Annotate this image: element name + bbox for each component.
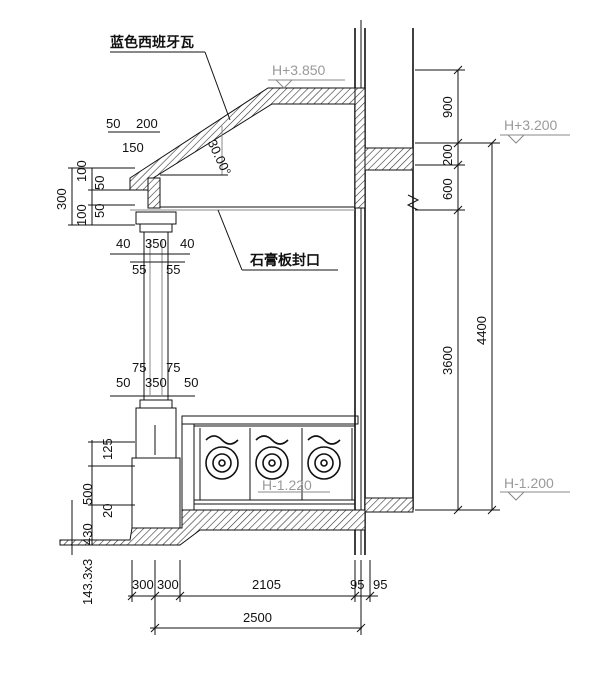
level-lower-floor: H-1.200 — [504, 475, 554, 491]
dim-cap-40a: 40 — [116, 236, 130, 251]
roof-tile-label: 蓝色西班牙瓦 — [110, 34, 194, 51]
dim-cap-350: 350 — [145, 236, 167, 251]
dim-v-50a: 50 — [92, 176, 107, 190]
dim-v-50b: 50 — [92, 204, 107, 218]
dim-ped-500: 500 — [80, 483, 95, 505]
right-dimension-lines — [415, 65, 500, 515]
dim-base-75b: 75 — [166, 360, 180, 375]
dim-bottom-2105: 2105 — [252, 577, 281, 592]
dim-stair-step: 143.3x3 — [80, 559, 95, 605]
dim-stair-430: 430 — [80, 523, 95, 545]
dim-bottom-2500: 2500 — [243, 610, 272, 625]
dim-right-600: 600 — [440, 178, 455, 200]
dim-cap-40b: 40 — [180, 236, 194, 251]
scroll-ornament-3 — [307, 435, 341, 480]
gypsum-soffit-label: 石膏板封口 — [249, 252, 320, 269]
left-dimension-lines — [68, 131, 195, 555]
dim-top-50: 50 — [106, 116, 120, 131]
dim-v-100a: 100 — [74, 160, 89, 182]
bottom-dimension-lines — [127, 560, 378, 635]
scroll-ornament-1 — [205, 435, 239, 480]
roof-section — [129, 87, 366, 211]
level-markers — [258, 79, 570, 501]
left-dimension-texts: 50 200 150 100 50 300 50 100 40 350 40 5… — [54, 116, 198, 605]
dim-base-350: 350 — [145, 375, 167, 390]
dim-right-900: 900 — [440, 96, 455, 118]
dim-right-4400: 4400 — [474, 316, 489, 345]
scroll-ornament-2 — [255, 435, 289, 480]
dim-base-75a: 75 — [132, 360, 146, 375]
dim-bottom-300b: 300 — [157, 577, 179, 592]
dim-cap-55a: 55 — [132, 262, 146, 277]
level-upper-floor: H+3.200 — [504, 117, 558, 133]
dim-base-50b: 50 — [184, 375, 198, 390]
dim-bottom-300a: 300 — [132, 577, 154, 592]
level-texts: H+3.850 H+3.200 H-1.220 H-1.200 — [262, 62, 558, 493]
upper-slab — [364, 147, 414, 171]
leader-lines — [110, 51, 338, 271]
bottom-dimension-texts: 300 300 2105 95 95 2500 — [132, 577, 387, 625]
dim-ped-125: 125 — [100, 438, 115, 460]
dim-top-200: 200 — [136, 116, 158, 131]
roof-angle-label: 30.00° — [205, 137, 235, 178]
balustrade — [181, 415, 359, 511]
dim-v-300: 300 — [54, 188, 69, 210]
dim-bottom-95b: 95 — [373, 577, 387, 592]
dim-ped-20: 20 — [100, 504, 115, 518]
dim-v-100b: 100 — [74, 204, 89, 226]
level-ridge: H+3.850 — [272, 62, 326, 78]
right-dimension-texts: 900 200 600 3600 4400 — [440, 96, 489, 375]
dim-right-200: 200 — [440, 144, 455, 166]
dim-base-50a: 50 — [116, 375, 130, 390]
dim-top-150: 150 — [122, 140, 144, 155]
dim-cap-55b: 55 — [166, 262, 180, 277]
dim-bottom-95a: 95 — [350, 577, 364, 592]
balcony-slab — [59, 497, 414, 546]
level-balcony-floor: H-1.220 — [262, 477, 312, 493]
dim-right-3600: 3600 — [440, 346, 455, 375]
